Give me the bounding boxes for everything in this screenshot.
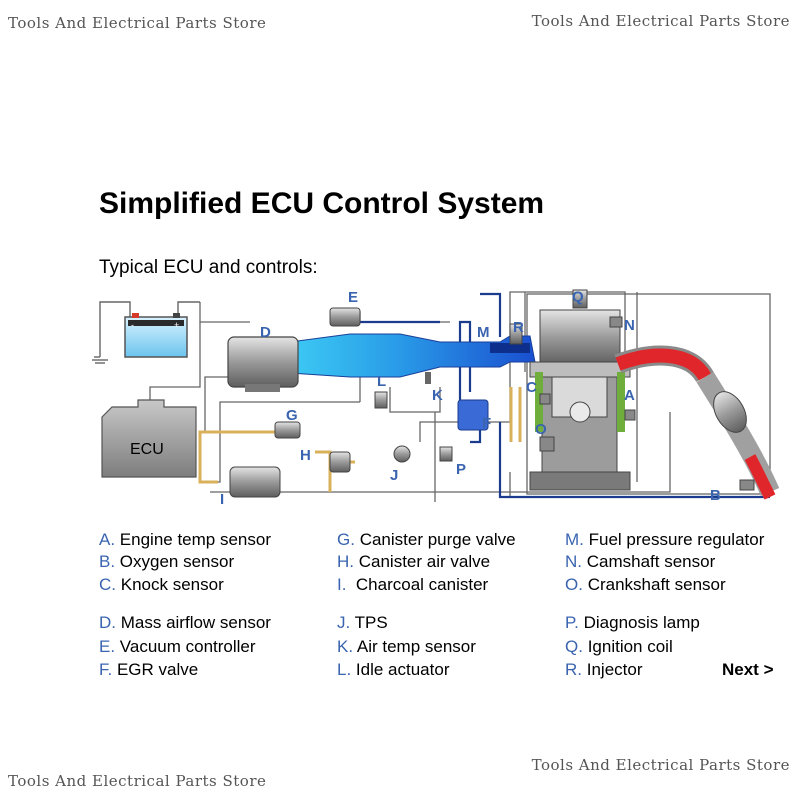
legend-item-e: E. Vacuum controller <box>99 637 256 656</box>
label-j: J <box>390 467 398 484</box>
legend-item-o: O. Crankshaft sensor <box>565 575 726 594</box>
legend-item-h: H. Canister air valve <box>337 552 491 571</box>
legend-item-f: F. EGR valve <box>99 660 199 679</box>
label-n: N <box>624 317 635 334</box>
label-m: M <box>477 324 490 341</box>
label-f: F <box>482 415 491 432</box>
label-h: H <box>300 447 311 464</box>
battery-icon: - + <box>124 313 188 358</box>
label-b: B <box>710 487 721 504</box>
label-a: A <box>624 387 635 404</box>
battery-minus: - <box>131 320 134 330</box>
legend-item-m: M. Fuel pressure regulator <box>565 530 765 549</box>
legend-item-d: D. Mass airflow sensor <box>99 613 271 632</box>
label-l: L <box>377 373 386 390</box>
engine-cylinder <box>529 309 631 491</box>
legend-item-l: L. Idle actuator <box>337 660 450 679</box>
exhaust-pipe <box>614 345 780 500</box>
label-g: G <box>286 407 298 424</box>
ecu-diagram: - + ECU <box>92 289 780 509</box>
component-labels: A B C D E F G H I J K L M N O P Q R <box>220 289 721 509</box>
watermark-top-right: Tools And Electrical Parts Store <box>531 12 790 30</box>
air-intake <box>227 333 536 392</box>
next-button[interactable]: Next > <box>722 660 774 679</box>
legend-item-p: P. Diagnosis lamp <box>565 613 700 632</box>
engine-frame <box>526 293 771 495</box>
legend-item-a: A. Engine temp sensor <box>99 530 271 549</box>
legend-item-i: I. Charcoal canister <box>337 575 489 594</box>
label-i: I <box>220 491 224 508</box>
legend-item-b: B. Oxygen sensor <box>99 552 235 571</box>
legend-item-n: N. Camshaft sensor <box>565 552 716 571</box>
watermark-bottom-right: Tools And Electrical Parts Store <box>531 756 790 774</box>
label-k: K <box>432 387 443 404</box>
label-o: O <box>535 421 547 438</box>
legend-item-r: R. Injector <box>565 660 643 679</box>
legend-item-g: G. Canister purge valve <box>337 530 516 549</box>
label-p: P <box>456 461 466 478</box>
legend-item-q: Q. Ignition coil <box>565 637 673 656</box>
battery-wiring <box>92 301 200 364</box>
ecu-label: ECU <box>130 441 164 458</box>
label-r: R <box>513 319 524 336</box>
page-title: Simplified ECU Control System <box>99 187 545 220</box>
label-q: Q <box>572 289 584 306</box>
label-e: E <box>348 289 358 306</box>
legend-item-k: K. Air temp sensor <box>337 637 476 656</box>
legend-item-c: C. Knock sensor <box>99 575 224 594</box>
ecu-box: ECU <box>101 399 197 478</box>
legend-item-j: J. TPS <box>337 613 388 632</box>
battery-plus: + <box>174 320 179 330</box>
page-subtitle: Typical ECU and controls: <box>99 257 318 278</box>
label-c: C <box>526 379 537 396</box>
watermark-bottom-left: Tools And Electrical Parts Store <box>8 772 267 790</box>
watermark-top-left: Tools And Electrical Parts Store <box>8 14 267 32</box>
label-d: D <box>260 324 271 341</box>
component-icons <box>229 289 755 498</box>
canister-lines <box>198 387 522 492</box>
